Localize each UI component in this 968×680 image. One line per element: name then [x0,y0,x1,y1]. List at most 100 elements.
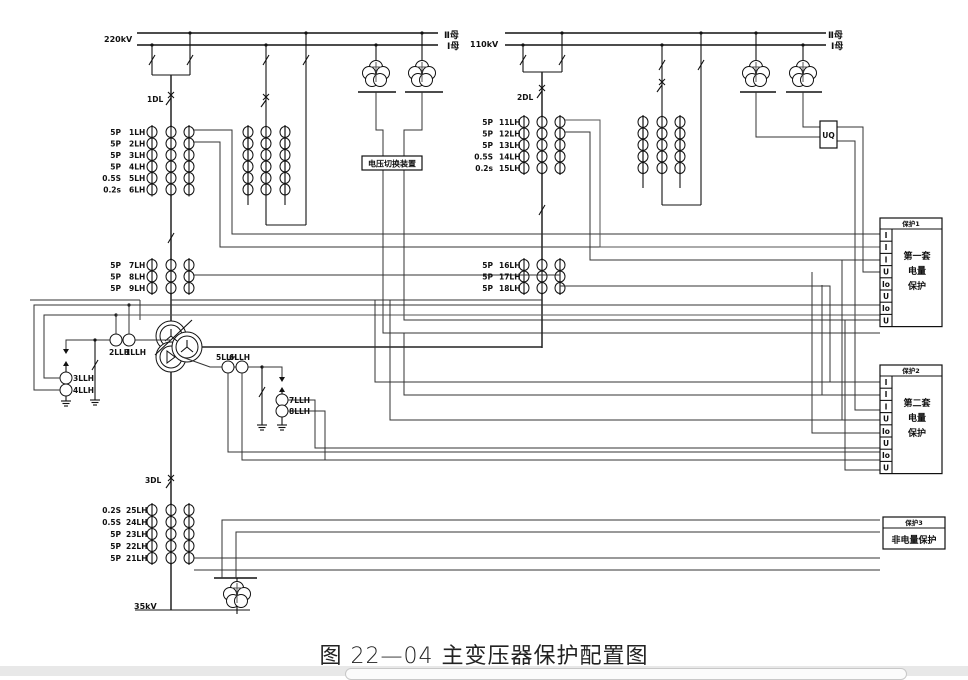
wire [194,129,880,235]
ct-label-4llh: 4LLH [73,386,94,395]
panel-terminal-i: I [885,231,888,240]
mv-ct-class-label: 5P [482,273,493,282]
breaker-x-icon [538,84,546,92]
voltage-switch-device [361,155,423,171]
voltage-switch-label: 电压切换装置 [368,159,416,169]
current-transformer-icon [235,360,249,374]
lv-ct-name-label: 21LH [126,554,148,563]
panel-terminal-io: Io [882,280,890,289]
ct-label-6llh: 6LLH [229,353,250,362]
protection-panel-2 [879,364,943,475]
hv-ct-class-label: 5P [110,273,121,282]
wire [375,92,384,156]
panel-title-line: 非电量保护 [891,534,936,546]
panel-terminal-u: U [883,268,889,277]
disconnector-icon [258,386,266,398]
hv-ct-name-label: 1LH [129,128,145,137]
hv-ct-class-label: 5P [110,284,121,293]
wire [288,410,326,460]
wire [802,92,820,128]
lv-ct-class-label: 0.5S [102,518,121,527]
voltage-35kv-label: 35kV [134,602,157,611]
ct-label-1llh: 1LLH [125,348,146,357]
arrow-icon [63,361,69,366]
disconnector-icon [302,54,310,66]
breaker-x-icon [658,78,666,86]
current-transformer-icon [122,333,136,347]
panel-title-line: 第一套 [903,250,931,262]
hv-ct-class-label: 5P [110,128,121,137]
mv-ct-class-label: 5P [482,261,493,270]
mv-bus-ii-label: Ⅱ母 [828,30,843,41]
disconnector-icon [167,232,175,244]
panel-title-line: 保护 [907,280,926,292]
hv-ct-name-label: 2LH [129,140,145,149]
lv-ct-name-label: 22LH [126,542,148,551]
breaker-blade-icon [656,84,663,93]
wire [837,126,880,273]
star-winding [186,346,194,353]
wire [403,170,880,321]
voltage-transformer-icon [753,73,767,87]
protection-panel-3 [882,516,946,550]
ct-label-3llh: 3LLH [73,374,94,383]
lv-ct-class-label: 0.2S [102,506,121,515]
mv-ct-name-label: 13LH [499,141,521,150]
breaker-blade-icon [536,90,543,99]
ct-label-2llh: 2LLH [109,348,130,357]
current-transformer-icon [275,404,289,418]
panel-title-line: 保护 [907,427,926,439]
current-transformer-icon [59,383,73,397]
mv-ct-class-label: 5P [482,284,493,293]
protection-panel-1 [879,217,943,328]
wire [837,140,880,411]
mv-ct-class-label: 0.5S [474,153,493,162]
uq-label: UQ [822,131,834,140]
voltage-transformer-icon [234,594,248,608]
panel-title-line: 第二套 [903,397,931,409]
disconnector-icon [697,59,705,71]
mv-ct-name-label: 11LH [499,118,521,127]
wire [288,399,880,449]
panel-header-label: 保护3 [904,518,923,527]
panel-terminal-i: I [885,255,888,264]
mv-ct-class-label: 5P [482,130,493,139]
wire [374,300,880,383]
hv-ct-name-label: 5LH [129,174,145,183]
mv-ct-name-label: 17LH [499,273,521,282]
voltage-220kv-label: 220kV [104,35,133,44]
mv-ct-name-label: 16LH [499,261,521,270]
lv-ct-class-label: 5P [110,530,121,539]
wire [227,373,880,453]
wire [403,92,423,156]
wire [262,366,283,378]
mv-ct-name-label: 12LH [499,130,521,139]
disconnector-icon [658,59,666,71]
lv-ct-class-label: 5P [110,542,121,551]
delta-winding-icon [166,350,176,364]
panel-terminal-i: I [885,378,888,387]
hv-ct-class-label: 5P [110,140,121,149]
panel-terminal-u: U [883,463,889,472]
breaker-x-icon [167,474,175,482]
hv-ct-name-label: 7LH [129,261,145,270]
mv-ct-class-label: 5P [482,118,493,127]
uq-device [819,120,838,149]
panel-terminal-io: Io [882,304,890,313]
wire [811,272,880,434]
voltage-110kv-label: 110kV [470,40,499,49]
panel-title-line: 电量 [908,412,926,424]
disconnector-icon [186,54,194,66]
wire [389,300,880,421]
arrow-icon [279,377,285,382]
hv-bus-i-label: Ⅰ母 [447,41,459,52]
hv-ct-class-label: 5P [110,261,121,270]
bottom-input-bar[interactable] [345,668,907,680]
wire [560,285,831,382]
panel-header-label: 保护1 [901,219,920,228]
disconnector-icon [519,54,527,66]
ct-label-7llh: 7LLH [289,396,310,405]
panel-terminal-i: I [885,402,888,411]
breaker-blade-icon [165,480,172,489]
wire [565,119,880,248]
